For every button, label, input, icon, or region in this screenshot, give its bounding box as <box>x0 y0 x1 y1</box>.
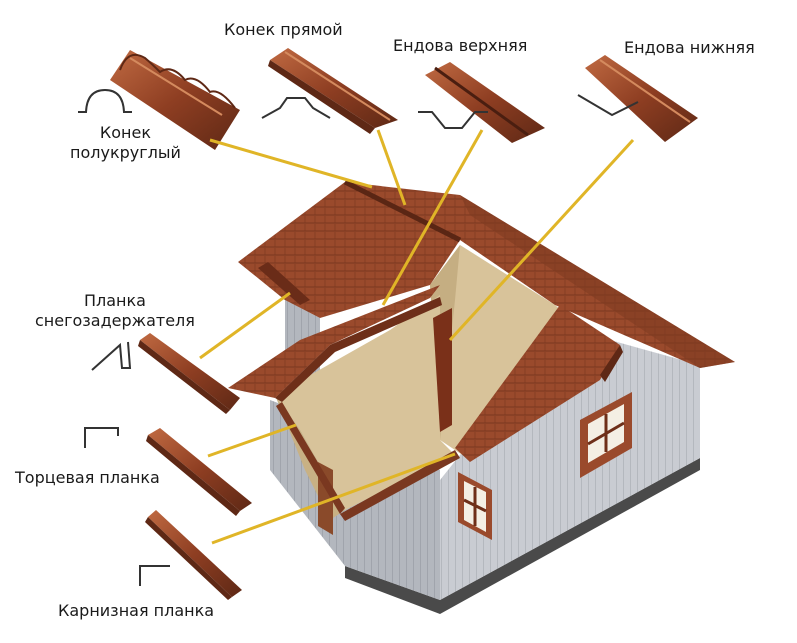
roof-wing-slope <box>228 285 440 398</box>
house-main-gable <box>430 245 615 460</box>
leader-ridge-round <box>209 138 373 189</box>
leader-ridge-straight <box>376 129 407 206</box>
label-snow-plank-line2: снегозадержателя <box>35 311 195 330</box>
leader-snow-plank <box>199 291 291 360</box>
snow-plank-sample <box>138 333 240 414</box>
profile-end-icon <box>84 427 119 448</box>
ridge-round-sample <box>110 50 240 150</box>
leader-eave-plank <box>211 452 456 545</box>
leader-valley-upper <box>381 129 484 306</box>
window-front <box>458 472 492 540</box>
roof-wing-edge <box>275 297 442 402</box>
roof-main-right-shade <box>460 195 735 368</box>
leader-valley-lower <box>448 138 635 342</box>
eave-plank-sample <box>145 510 242 600</box>
wing-eave-plank <box>340 450 460 521</box>
label-eave-plank: Карнизная планка <box>58 601 215 620</box>
label-ridge-round-line2: полукруглый <box>70 143 181 162</box>
gable-valley-strip <box>433 308 452 432</box>
wing-end-plank <box>276 402 345 514</box>
profile-eave-icon <box>139 565 170 586</box>
label-snow-plank: Планка снегозадержателя <box>35 291 195 331</box>
label-end-plank: Торцевая планка <box>15 468 160 487</box>
label-ridge-straight: Конек прямой <box>224 20 343 39</box>
valley-lower-sample <box>585 55 698 142</box>
label-snow-plank-line1: Планка <box>83 291 146 310</box>
roof-main-left-slope <box>238 182 460 318</box>
ridge-straight-sample <box>268 48 398 134</box>
valley-upper-sample <box>425 62 545 143</box>
profiles <box>78 88 639 586</box>
house-wing-gable <box>275 295 455 510</box>
label-valley-lower: Ендова нижняя <box>624 38 755 57</box>
profile-snow-icon <box>91 341 132 371</box>
end-plank-sample <box>146 428 252 516</box>
roof-snow-plank <box>258 262 310 305</box>
leader-lines <box>199 129 635 545</box>
profile-straight-icon <box>261 97 331 119</box>
house-right-wall <box>440 340 700 600</box>
profile-round-icon <box>78 88 132 113</box>
roof-side-edge <box>600 345 623 382</box>
label-ridge-round: Конек полукруглый <box>70 123 181 163</box>
label-ridge-round-line1: Конек <box>99 123 152 142</box>
window-right <box>580 392 632 478</box>
label-valley-upper: Ендова верхняя <box>393 36 528 55</box>
roof-side-slope <box>455 305 620 462</box>
profile-valley-lower-icon <box>577 94 639 117</box>
roof-main-ridge <box>343 179 462 243</box>
leader-end-plank <box>207 423 297 458</box>
profile-valley-upper-icon <box>418 111 488 129</box>
house <box>228 179 735 614</box>
